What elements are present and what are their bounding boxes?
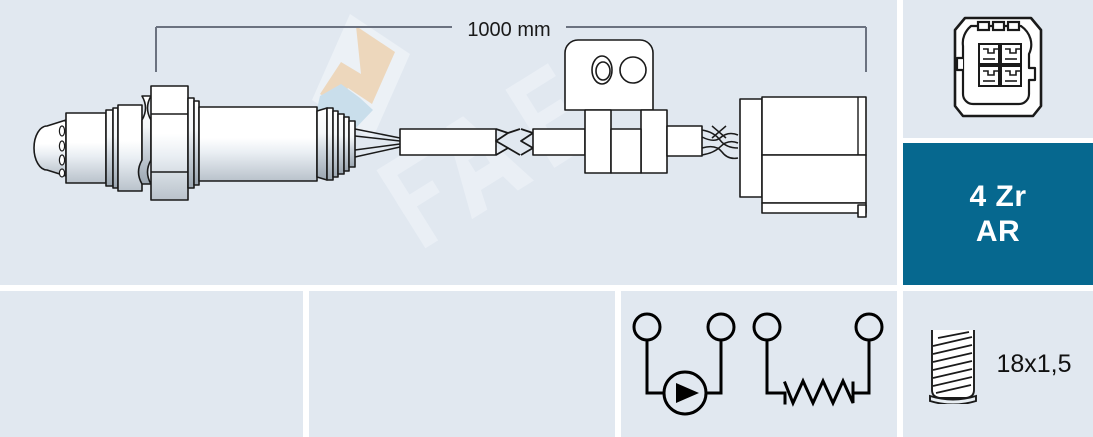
terminal-cavities	[978, 43, 1022, 87]
thread-spec-label: 18x1,5	[996, 349, 1072, 378]
thread-spec-panel: 18x1,5	[903, 291, 1093, 437]
dimension-line-1000mm	[155, 26, 867, 72]
connector-face-panel	[903, 0, 1093, 138]
end-connector-plug	[739, 96, 867, 218]
wiring-schematic	[632, 312, 884, 416]
heater-circuit	[752, 312, 884, 407]
main-drawing-panel: 1000 mm	[0, 0, 897, 285]
empty-panel-1	[0, 291, 303, 437]
mounting-bracket	[564, 39, 654, 111]
4-pin-connector-face-icon	[953, 16, 1043, 118]
sensor-lead-wires	[354, 128, 401, 158]
cable-length-label: 1000 mm	[467, 19, 550, 41]
badge-line-1: 4 Zr	[969, 179, 1027, 213]
cable-segment-right	[532, 128, 586, 156]
tip-vent-slots	[58, 125, 66, 178]
heater-resistor-zigzag	[783, 377, 855, 407]
shoulder-ring-1	[105, 109, 114, 187]
spec-badge-panel: 4 Zr AR	[903, 143, 1093, 285]
sensor-housing	[198, 106, 318, 182]
sensor-body-group	[33, 39, 867, 218]
clamp-block-left	[584, 109, 612, 174]
cable-break-symbol	[495, 128, 534, 156]
hex-nut	[150, 85, 189, 201]
nut-washer-1	[187, 97, 195, 189]
cable-boot-ribs	[316, 107, 356, 181]
threaded-bolt-icon	[929, 330, 978, 404]
empty-panel-2	[309, 291, 615, 437]
latch-slots	[976, 20, 1021, 32]
cable-segment-tail	[666, 125, 703, 157]
cable-segment-left	[399, 128, 497, 156]
sensor-element-arrow	[676, 383, 699, 403]
protection-tube	[65, 112, 107, 184]
sensor-tip-dome	[33, 119, 67, 177]
sensor-element-circuit	[632, 312, 736, 416]
clamp-bridge	[610, 128, 642, 174]
badge-line-2: AR	[975, 215, 1021, 248]
thread-hatching	[933, 331, 973, 394]
clamp-block-right	[640, 109, 668, 174]
twisted-wire-bundle	[701, 125, 739, 160]
sensor-collar	[117, 104, 143, 192]
sensor-assembly-drawing: 1000 mm	[33, 14, 867, 218]
wiring-schematic-panel	[621, 291, 897, 437]
